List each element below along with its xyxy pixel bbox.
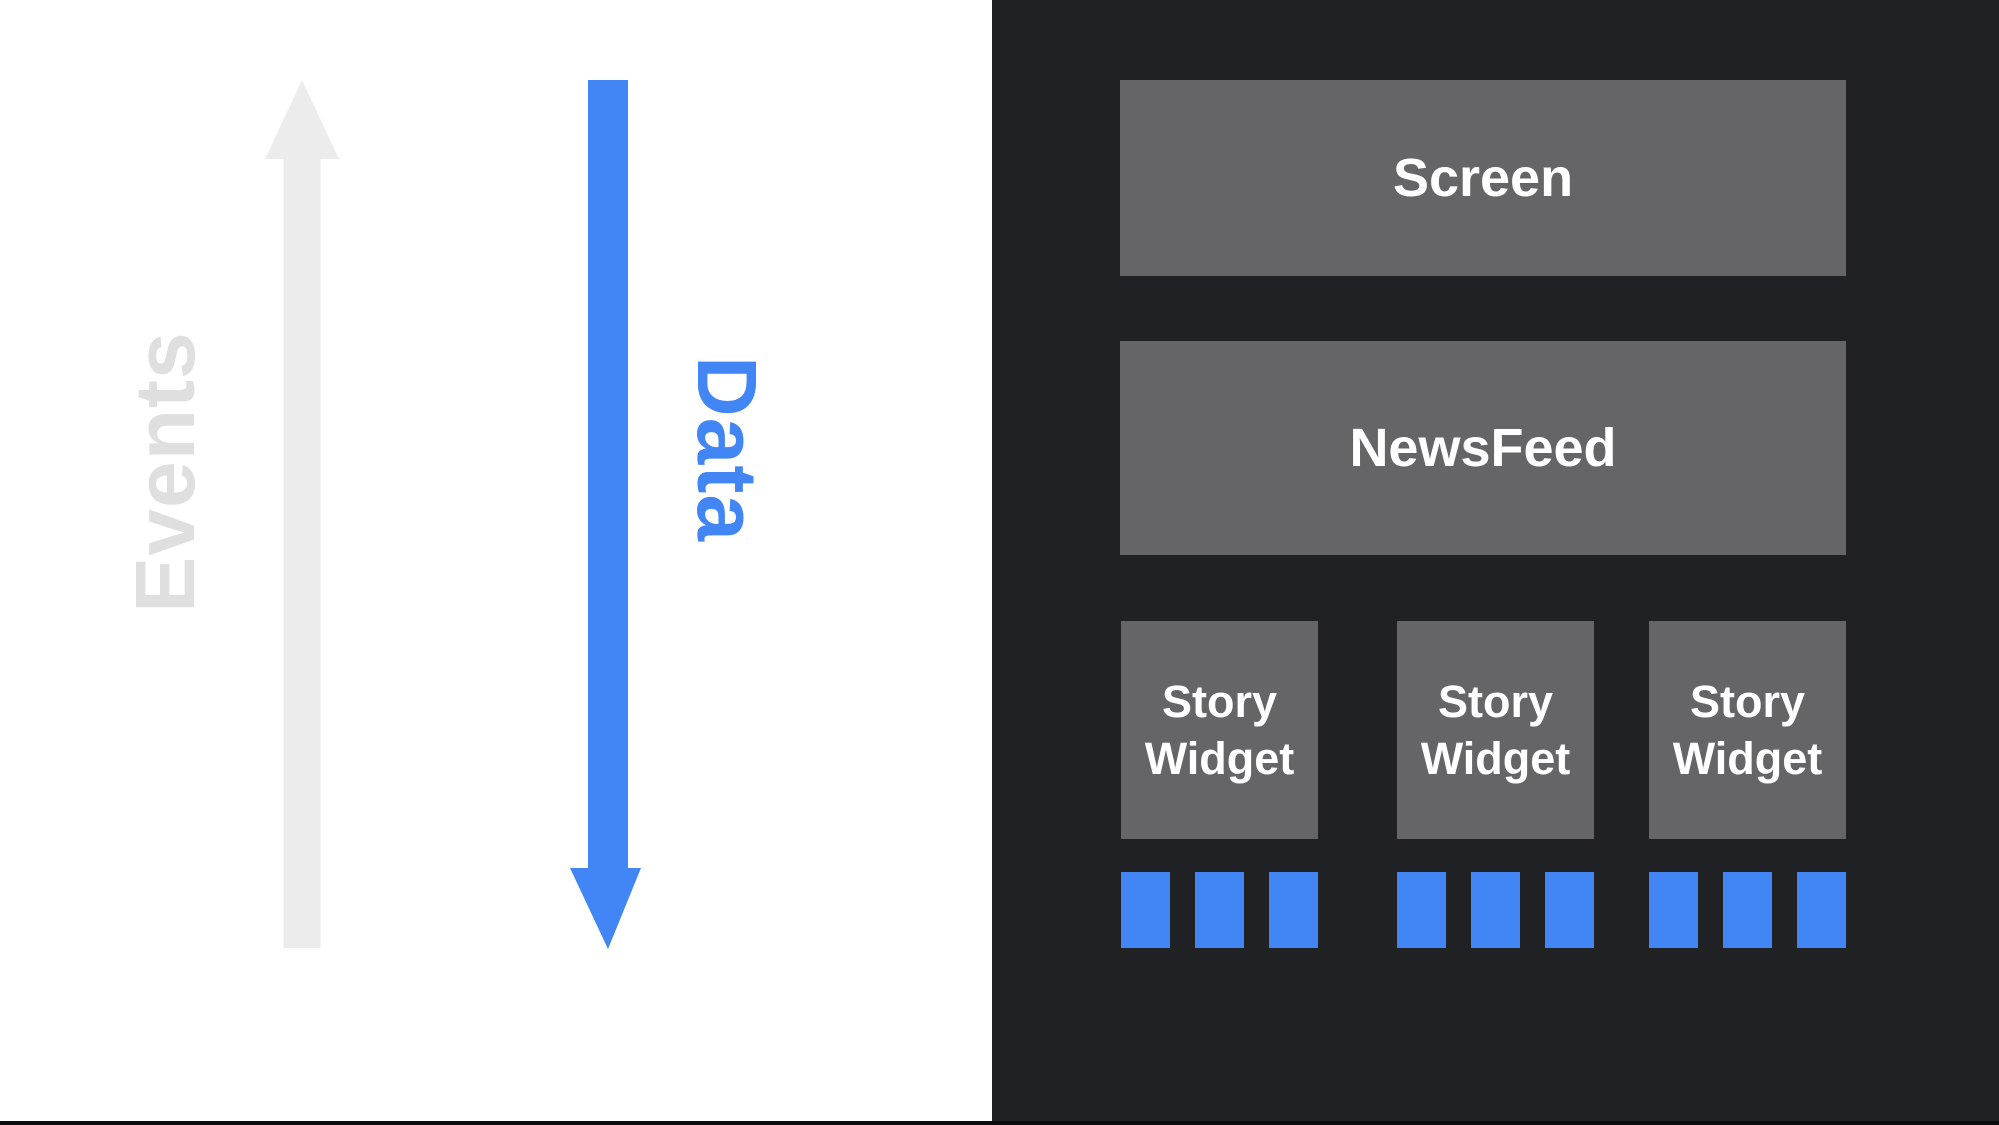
data-block bbox=[1797, 872, 1846, 948]
data-block bbox=[1649, 872, 1698, 948]
events-label: Events bbox=[118, 331, 212, 613]
data-block bbox=[1471, 872, 1520, 948]
story-data-block-row bbox=[1121, 872, 1318, 948]
widget-tree-panel: Screen NewsFeed Story Widget Story Widge… bbox=[992, 0, 1999, 1125]
story-widget-label: Story Widget bbox=[1420, 675, 1571, 784]
story-widget-label: Story Widget bbox=[1144, 675, 1295, 784]
data-block bbox=[1397, 872, 1446, 948]
story-widget-box: Story Widget bbox=[1649, 621, 1846, 839]
screen-widget-box: Screen bbox=[1120, 80, 1846, 276]
story-data-block-row bbox=[1649, 872, 1846, 948]
story-widget-box: Story Widget bbox=[1121, 621, 1318, 839]
data-down-arrow-icon bbox=[570, 80, 641, 949]
data-block bbox=[1545, 872, 1594, 948]
data-block bbox=[1269, 872, 1318, 948]
newsfeed-widget-label: NewsFeed bbox=[1349, 418, 1617, 478]
events-up-arrow-icon bbox=[265, 80, 339, 948]
flow-arrows-panel: Events Data bbox=[0, 0, 992, 1125]
screen-widget-label: Screen bbox=[1392, 148, 1574, 208]
story-widget-box: Story Widget bbox=[1397, 621, 1594, 839]
data-block bbox=[1121, 872, 1170, 948]
story-widget-label: Story Widget bbox=[1672, 675, 1823, 784]
newsfeed-widget-box: NewsFeed bbox=[1120, 341, 1846, 555]
story-data-block-row bbox=[1397, 872, 1594, 948]
data-label: Data bbox=[680, 355, 774, 543]
data-block bbox=[1723, 872, 1772, 948]
bottom-edge-line bbox=[0, 1121, 1999, 1125]
data-block bbox=[1195, 872, 1244, 948]
